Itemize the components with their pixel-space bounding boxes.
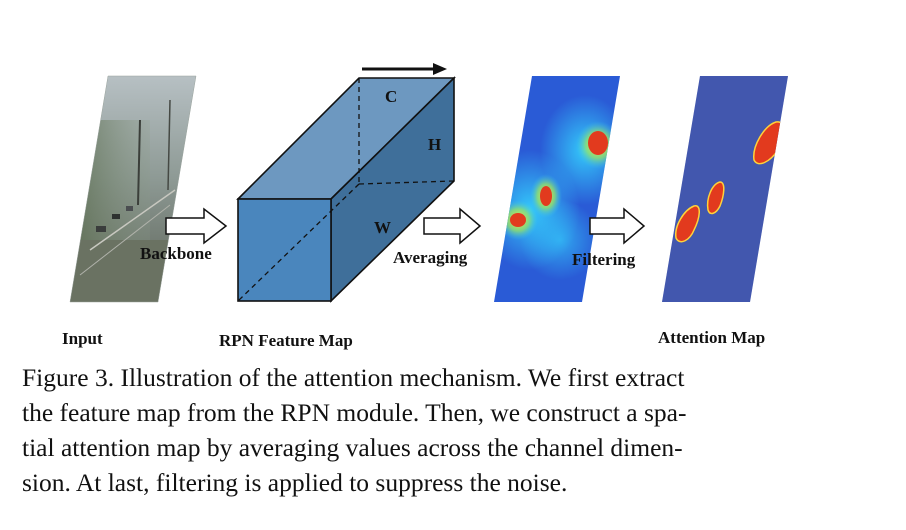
height-dimension-label: H xyxy=(428,135,441,154)
channel-dimension-label: C xyxy=(385,87,397,106)
averaging-arrow xyxy=(423,207,482,245)
width-dimension-label: W xyxy=(374,218,391,237)
filtering-label: Filtering xyxy=(572,250,636,269)
input-label: Input xyxy=(62,329,103,348)
attention-map-image xyxy=(662,76,788,302)
caption-line: Figure 3. Illustration of the attention … xyxy=(22,363,685,392)
input-image xyxy=(69,75,197,303)
averaging-label: Averaging xyxy=(393,248,468,267)
backbone-label: Backbone xyxy=(140,244,212,263)
filtering-arrow xyxy=(589,207,646,245)
caption-line: the feature map from the RPN module. The… xyxy=(22,398,687,427)
cuboid-front-face xyxy=(237,198,332,302)
rpn-feature-map-label: RPN Feature Map xyxy=(219,331,353,350)
caption-line: sion. At last, filtering is applied to s… xyxy=(22,468,568,497)
attention-map-label: Attention Map xyxy=(658,328,765,347)
attention-mechanism-figure: Input Backbone C H W RPN Feature Map Ave… xyxy=(62,63,788,350)
averaged-heatmap xyxy=(494,76,620,302)
caption-line: tial attention map by averaging values a… xyxy=(22,433,683,462)
rpn-feature-map-cuboid xyxy=(236,76,456,303)
figure-caption: Figure 3. Illustration of the attention … xyxy=(22,360,842,500)
channel-direction-arrow xyxy=(362,63,447,75)
backbone-arrow xyxy=(165,207,228,245)
